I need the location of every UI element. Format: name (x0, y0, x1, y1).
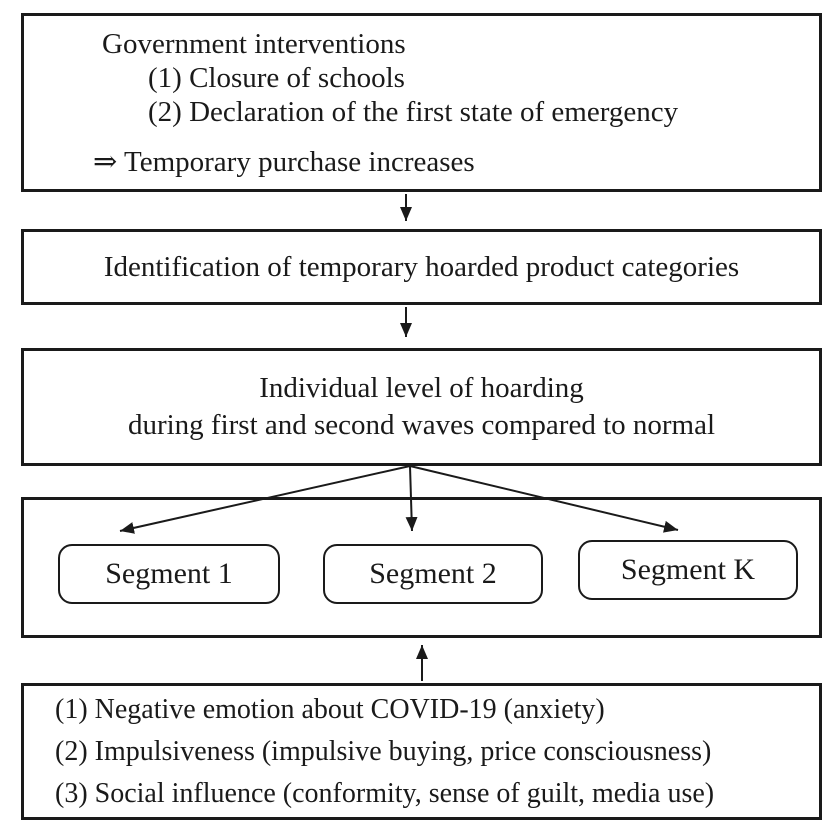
hoarding-level-box: Individual level of hoarding during firs… (21, 348, 822, 466)
factors-box-item-1: (1) Negative emotion about COVID-19 (anx… (55, 693, 605, 725)
segment-k-node: Segment K (578, 540, 798, 600)
government-box-item-2: (2) Declaration of the first state of em… (148, 96, 679, 128)
government-box-result: ⇒ Temporary purchase increases (93, 146, 475, 178)
segment-k-label: Segment K (620, 553, 756, 586)
factors-box: (1) Negative emotion about COVID-19 (anx… (21, 683, 822, 820)
hoarding-box-line-2: during first and second waves compared t… (127, 409, 716, 441)
factors-box-item-2: (2) Impulsiveness (impulsive buying, pri… (55, 735, 712, 767)
identification-box-text: Identification of temporary hoarded prod… (103, 250, 740, 283)
segment-2-label: Segment 2 (369, 557, 497, 590)
segments-container-box: Segment 1 Segment 2 Segment K (21, 497, 822, 638)
segment-1-node: Segment 1 (58, 544, 280, 604)
government-interventions-box: Government interventions (1) Closure of … (21, 13, 822, 192)
government-box-item-1: (1) Closure of schools (148, 62, 405, 94)
government-box-title: Government interventions (102, 28, 406, 60)
hoarding-box-line-1: Individual level of hoarding (259, 372, 584, 404)
segment-2-node: Segment 2 (323, 544, 543, 604)
segment-1-label: Segment 1 (105, 557, 233, 590)
factors-box-item-3: (3) Social influence (conformity, sense … (55, 777, 715, 809)
identification-box: Identification of temporary hoarded prod… (21, 229, 822, 305)
